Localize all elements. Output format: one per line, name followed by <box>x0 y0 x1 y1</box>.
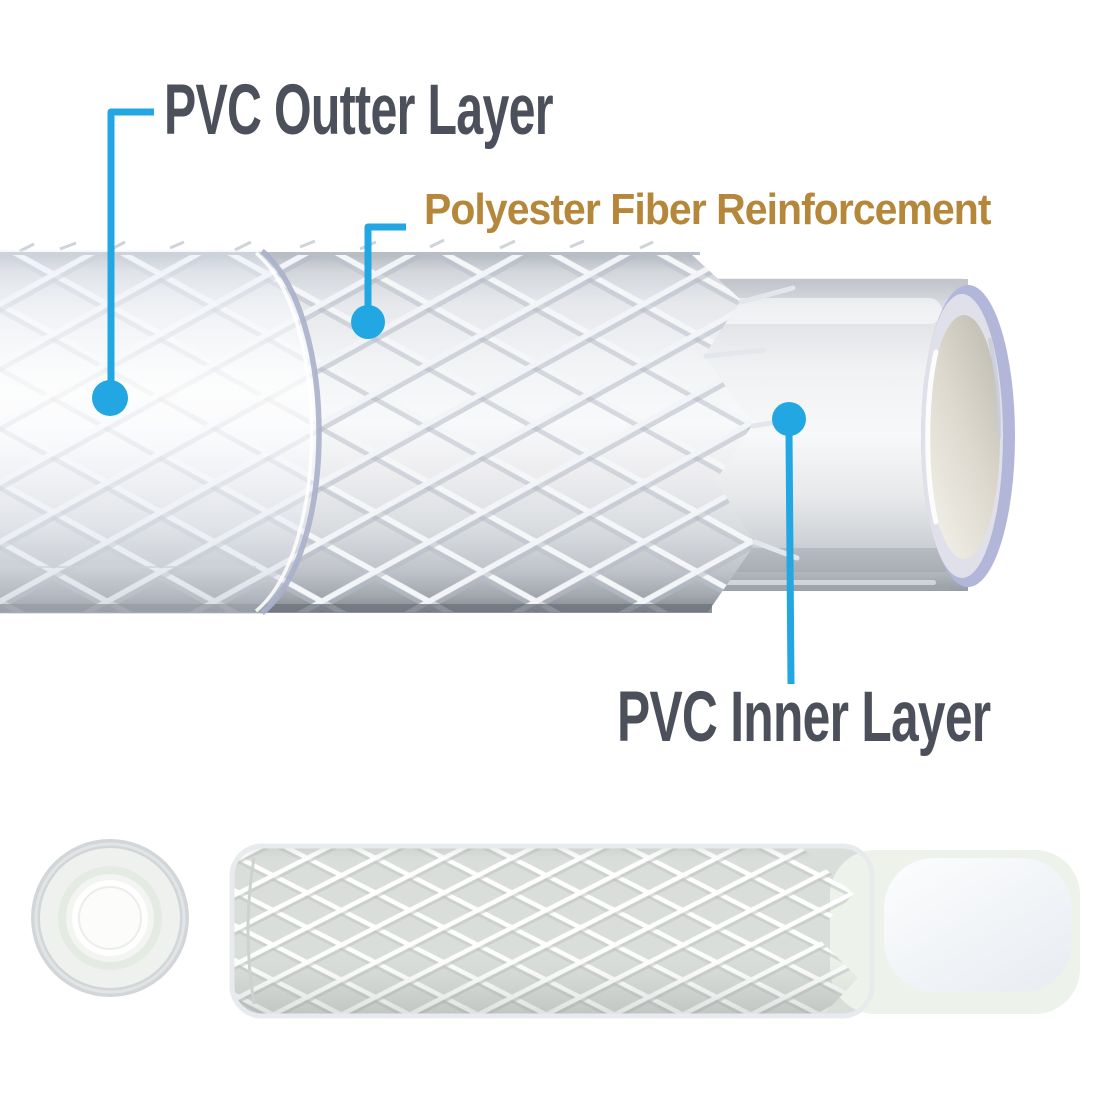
bottom-inner-tube <box>884 858 1072 992</box>
inner-tube-highlight <box>696 298 942 324</box>
fiber-callout-line <box>364 223 406 308</box>
hose-bottom-edge <box>0 604 712 613</box>
inner-layer-callout-line <box>785 431 795 685</box>
inner-layer-callout-dot <box>772 402 806 436</box>
top-fuzz <box>19 238 654 253</box>
outer-layer-gloss <box>0 250 319 614</box>
inner-tube-section <box>688 278 1015 591</box>
tube-bore-highlight <box>925 349 939 525</box>
ring-bore <box>78 886 142 950</box>
tube-rim-shine <box>988 338 1001 439</box>
inner-tube-bottom-gloss <box>700 580 936 585</box>
tube-bore <box>928 315 1000 559</box>
outer-layer-cut-edge <box>260 248 322 616</box>
outer-layer-callout-dot <box>92 380 128 416</box>
bottom-mesh-shading <box>232 846 858 1016</box>
label-polyester-fiber-reinforcement: Polyester Fiber Reinforcement <box>424 185 991 234</box>
loose-strands <box>703 285 804 561</box>
tube-opening <box>921 285 1015 587</box>
bottom-hose-illustration <box>229 843 1080 1019</box>
label-pvc-outer-layer: PVC Outter Layer <box>164 71 554 150</box>
callout-connectors <box>92 108 806 685</box>
cross-section-ring <box>31 839 189 997</box>
outer-layer-callout-line <box>107 108 154 384</box>
bottom-outer-skin <box>229 843 875 1019</box>
fiber-callout-dot <box>351 305 385 339</box>
cut-edge-highlight <box>254 251 314 613</box>
hose-top-edge <box>0 252 700 255</box>
outer-layer-section <box>0 248 322 616</box>
bottom-left-end-arc <box>246 857 256 1005</box>
main-hose-illustration <box>0 238 1015 616</box>
label-pvc-inner-layer: PVC Inner Layer <box>617 678 991 757</box>
inner-tube-shadow-band <box>696 548 954 572</box>
ring-outer-sheen <box>34 842 186 994</box>
